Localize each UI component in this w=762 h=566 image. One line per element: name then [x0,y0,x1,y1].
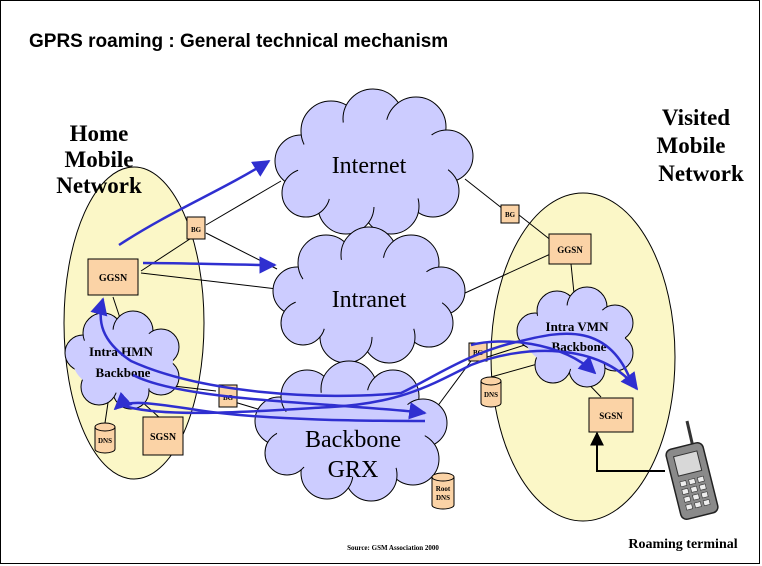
arrow-root-dns-reply [113,391,426,423]
bg-home-top-label: BG [191,226,202,234]
ggsn-visited-label: GGSN [557,245,583,255]
arrow-visited-sgsn-to-home-ggsn [90,297,635,398]
root-dns-label-line2: DNS [436,494,450,502]
terminal-to-sgsn-arrow [590,431,665,472]
ggsn-visited-box [548,233,592,265]
backbone-grx-cloud [254,360,448,502]
grx-label: GRX [328,457,379,483]
arrow-visited-internal [470,340,597,375]
dns-home-label: DNS [98,437,112,445]
sgsn-visited-box [588,397,634,433]
intra-vmn-label: Intra VMN [546,319,610,334]
root-dns-icon [431,472,455,510]
ggsn-home-box [87,258,139,296]
arrow-ggsn-to-intranet [142,256,277,274]
home-network-label-line3: Network [56,173,142,198]
dns-home-icon [94,422,116,454]
arrow-ggsn-to-internet [118,159,271,247]
visited-network-label-line3: Network [658,161,744,186]
intranet-cloud [272,226,466,364]
intra-hmn-cloud [64,310,180,410]
bg-visited-top-label: BG [505,211,516,219]
bg-home-top-box [186,216,206,240]
intra-hmn-backbone-label: Backbone [96,365,151,380]
visited-network-label-line2: Mobile [657,133,726,158]
sgsn-visited-label: SGSN [599,411,623,421]
intra-hmn-label: Intra HMN [89,344,154,359]
backbone-label: Backbone [305,427,401,453]
root-dns-label-line1: Root [436,485,451,493]
internet-label: Internet [332,153,407,179]
arrow-home-dns-query [132,373,427,420]
internet-cloud [274,88,474,235]
data-flow-arrows [90,159,639,423]
sgsn-home-box [142,416,184,456]
bg-home-bottom-label: BG [223,394,234,402]
intranet-label: Intranet [332,287,407,313]
dns-visited-label: DNS [484,391,498,399]
ggsn-home-label: GGSN [99,273,128,284]
intra-vmn-backbone-label: Backbone [552,339,607,354]
sgsn-home-label: SGSN [150,432,177,443]
source-label: Source: GSM Association 2000 [347,544,439,552]
roaming-terminal-label: Roaming terminal [628,537,737,552]
dns-visited-icon [480,376,502,408]
visited-network-label-line1: Visited [662,105,730,130]
bg-visited-top-box [500,204,520,224]
home-network-label-line1: Home [70,121,129,146]
home-network-label-line2: Mobile [65,147,134,172]
slide-title: GPRS roaming : General technical mechani… [29,31,449,52]
mobile-phone-icon [665,420,719,521]
